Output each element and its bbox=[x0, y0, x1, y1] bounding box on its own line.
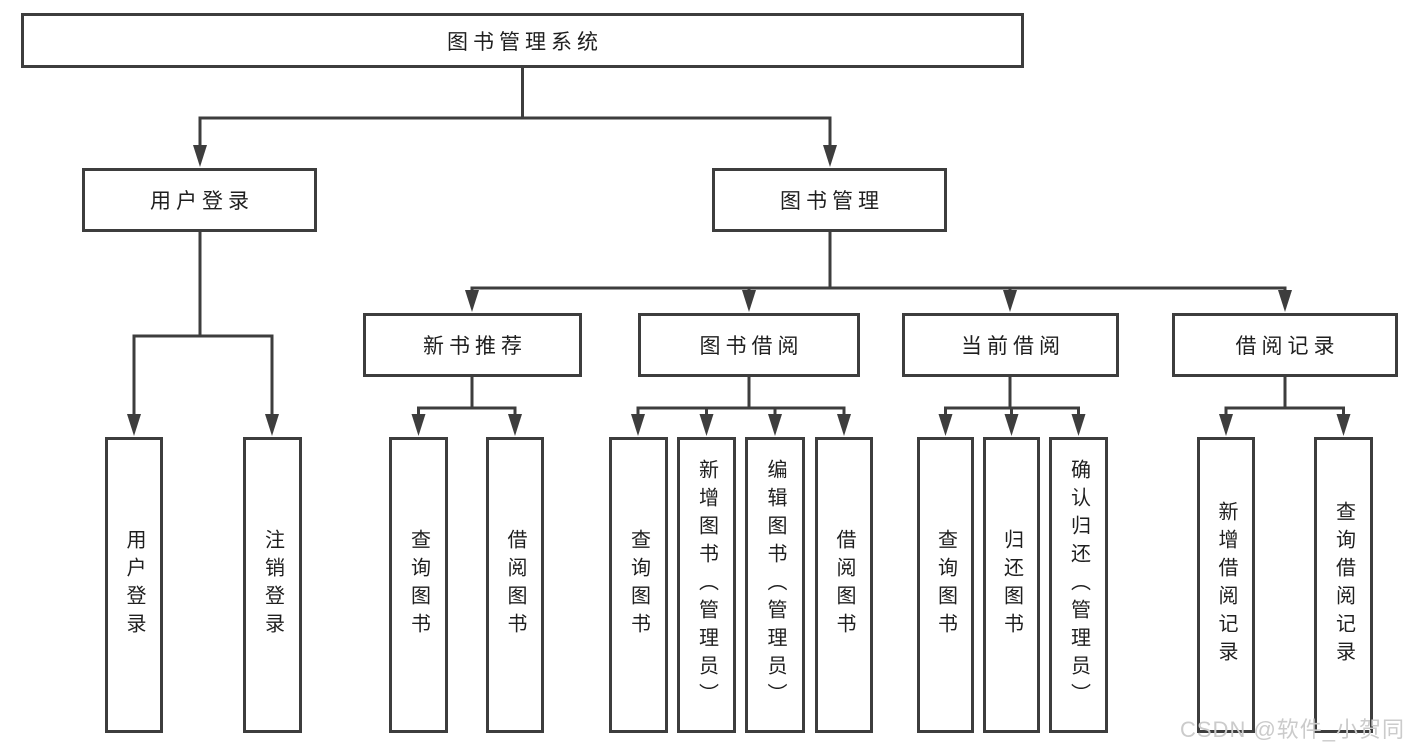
leaf-newrec-query-books-label: 查询图书 bbox=[407, 529, 430, 641]
node-borrowing-records-label: 借阅记录 bbox=[1235, 335, 1340, 358]
leaf-borrowing-query-books: 查询图书 bbox=[609, 437, 668, 733]
leaf-newrec-borrow-books: 借阅图书 bbox=[486, 437, 544, 733]
leaf-records-add-record: 新增借阅记录 bbox=[1197, 437, 1255, 733]
node-book-management-label: 图书管理 bbox=[780, 190, 884, 213]
leaf-borrowing-add-books-admin-label: 新增图书（管理员） bbox=[695, 459, 718, 711]
leaf-user-login-label: 用户登录 bbox=[123, 529, 145, 641]
leaf-records-add-record-label: 新增借阅记录 bbox=[1215, 501, 1237, 669]
node-root-label: 图书管理系统 bbox=[447, 30, 603, 54]
leaf-borrowing-edit-books-admin-label: 编辑图书（管理员） bbox=[764, 459, 786, 711]
node-book-management: 图书管理 bbox=[712, 168, 947, 232]
connector-current-borrowing-to-leaves bbox=[938, 377, 1086, 436]
leaf-current-query-books: 查询图书 bbox=[917, 437, 974, 733]
leaf-current-confirm-return-admin-label: 确认归还（管理员） bbox=[1067, 459, 1090, 711]
node-root: 图书管理系统 bbox=[21, 13, 1024, 68]
connector-book-management-to-sections bbox=[465, 232, 1292, 312]
node-current-borrowing-label: 当前借阅 bbox=[961, 335, 1065, 358]
connector-book-borrowing-to-leaves bbox=[631, 377, 851, 436]
leaf-records-query-record: 查询借阅记录 bbox=[1314, 437, 1373, 733]
leaf-borrowing-borrow-books-label: 借阅图书 bbox=[833, 529, 855, 641]
leaf-newrec-query-books: 查询图书 bbox=[389, 437, 448, 733]
connector-user-login-to-leaves bbox=[127, 232, 279, 436]
connector-new-book-recommend-to-leaves bbox=[411, 377, 522, 436]
node-book-borrowing: 图书借阅 bbox=[638, 313, 860, 377]
node-book-borrowing-label: 图书借阅 bbox=[699, 335, 804, 358]
leaf-user-login: 用户登录 bbox=[105, 437, 163, 733]
leaf-borrowing-edit-books-admin: 编辑图书（管理员） bbox=[745, 437, 805, 733]
node-user-login-label: 用户登录 bbox=[150, 190, 254, 213]
node-borrowing-records: 借阅记录 bbox=[1172, 313, 1398, 377]
leaf-records-query-record-label: 查询借阅记录 bbox=[1332, 501, 1355, 669]
csdn-watermark: CSDN @软件_小贺同学 bbox=[1180, 717, 1405, 742]
node-new-book-recommend-label: 新书推荐 bbox=[423, 335, 527, 358]
node-current-borrowing: 当前借阅 bbox=[902, 313, 1119, 377]
leaf-logout: 注销登录 bbox=[243, 437, 302, 733]
leaf-current-return-books-label: 归还图书 bbox=[1000, 529, 1023, 641]
leaf-current-return-books: 归还图书 bbox=[983, 437, 1040, 733]
leaf-newrec-borrow-books-label: 借阅图书 bbox=[504, 529, 526, 641]
connector-borrowing-records-to-leaves bbox=[1219, 377, 1351, 436]
leaf-logout-label: 注销登录 bbox=[261, 529, 284, 641]
leaf-borrowing-query-books-label: 查询图书 bbox=[627, 529, 650, 641]
connector-root-to-level2 bbox=[193, 68, 837, 167]
leaf-current-confirm-return-admin: 确认归还（管理员） bbox=[1049, 437, 1108, 733]
leaf-borrowing-borrow-books: 借阅图书 bbox=[815, 437, 873, 733]
node-user-login: 用户登录 bbox=[82, 168, 317, 232]
leaf-borrowing-add-books-admin: 新增图书（管理员） bbox=[677, 437, 736, 733]
leaf-current-query-books-label: 查询图书 bbox=[934, 529, 957, 641]
node-new-book-recommend: 新书推荐 bbox=[363, 313, 582, 377]
